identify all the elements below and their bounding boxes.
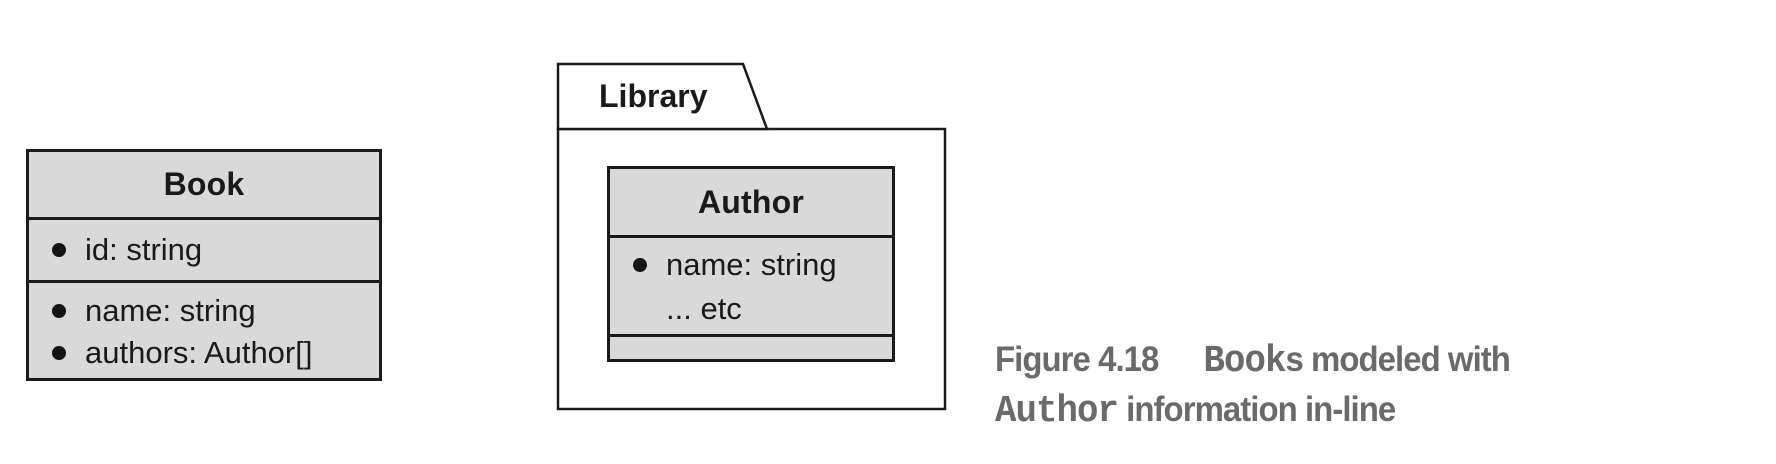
author-class-title: Author [610,169,892,238]
attribute-bullet-icon [52,346,66,360]
caption-line-2: Author information in-line [995,386,1653,436]
figure-caption: Figure 4.18 Books modeled with Author inf… [995,336,1653,436]
author-attributes-compartment: name: string ... etc [610,238,892,337]
caption-code-book: Book [1203,340,1286,383]
caption-text-part2: information in-line [1117,390,1396,429]
attribute-row: authors: Author[] [29,332,379,374]
package-tab-shape [556,62,769,131]
caption-code-author: Author [995,390,1119,433]
attribute-text: name: string [85,293,256,328]
attribute-text: ... etc [666,291,742,326]
attribute-text: id: string [85,232,203,267]
book-class-title: Book [29,152,379,220]
book-class-box: Book id: string name: string authors: Au… [26,149,382,381]
attribute-text: authors: Author[] [85,335,313,370]
attribute-bullet-icon [52,243,66,257]
caption-line-1: Figure 4.18 Books modeled with [995,336,1653,386]
author-empty-compartment [610,337,892,359]
book-attributes-compartment-1: id: string [29,220,379,283]
caption-text-part1: s modeled with [1285,340,1510,379]
attribute-row: ... etc [610,287,892,331]
book-attributes-compartment-2: name: string authors: Author[] [29,283,379,378]
attribute-row: id: string [29,232,379,268]
attribute-row: name: string [29,290,379,332]
attribute-bullet-icon [633,258,647,272]
author-class-box: Author name: string ... etc [607,166,895,362]
caption-figure-label: Figure 4.18 [995,340,1159,379]
attribute-bullet-icon [52,304,66,318]
attribute-row: name: string [610,243,892,287]
attribute-text: name: string [666,247,837,282]
library-package-title: Library [599,78,708,114]
